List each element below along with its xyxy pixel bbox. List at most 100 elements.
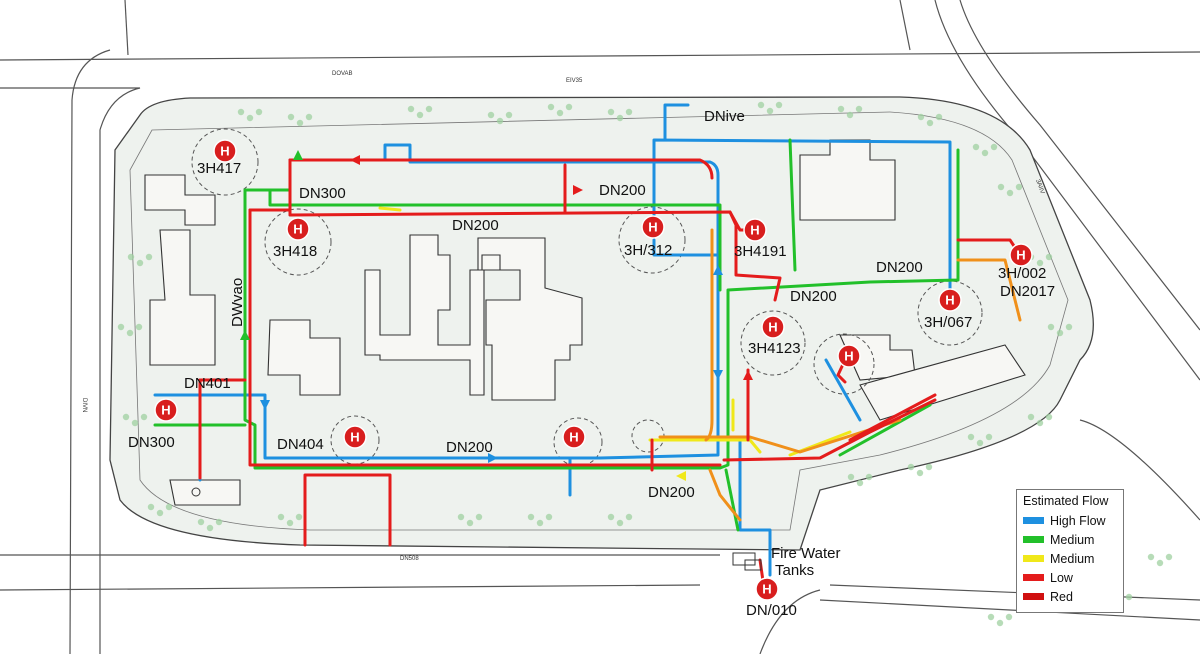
- tree-icon: [556, 109, 564, 117]
- flow-arrows: [240, 150, 753, 481]
- svg-text:H: H: [220, 144, 229, 159]
- svg-text:H: H: [750, 223, 759, 238]
- tree-icon: [416, 111, 424, 119]
- svg-text:H: H: [350, 430, 359, 445]
- tree-icon: [545, 513, 553, 521]
- tree-icon: [547, 103, 555, 111]
- tree-icon: [997, 183, 1005, 191]
- tree-icon: [987, 613, 995, 621]
- legend-item: Red: [1023, 587, 1117, 606]
- tree-icon: [981, 149, 989, 157]
- tree-icon: [1005, 613, 1013, 621]
- road-label-right: ЗАIIV: [1034, 179, 1045, 195]
- legend-label: High Flow: [1050, 513, 1106, 528]
- tree-icon: [407, 105, 415, 113]
- label-dn2017: DN2017: [1000, 283, 1055, 300]
- legend-label: Low: [1050, 570, 1073, 585]
- tree-icon: [757, 101, 765, 109]
- tree-icon: [295, 513, 303, 521]
- tree-icon: [277, 513, 285, 521]
- hydrant-label-3h417: 3H417: [197, 160, 241, 177]
- tree-icon: [505, 111, 513, 119]
- label-dnive: DNive: [704, 108, 745, 125]
- legend-label: Medium: [1050, 551, 1095, 566]
- inner-path: [129, 111, 1069, 531]
- tree-icon: [140, 413, 148, 421]
- tree-icon: [1065, 323, 1073, 331]
- tree-icon: [865, 473, 873, 481]
- tree-icon: [1047, 323, 1055, 331]
- tree-icon: [527, 513, 535, 521]
- tree-icon: [935, 113, 943, 121]
- tree-icon: [990, 143, 998, 151]
- tree-icon: [616, 519, 624, 527]
- label-dn200-mid: DN200: [790, 288, 837, 305]
- tree-icon: [246, 114, 254, 122]
- tree-icon: [237, 108, 245, 116]
- hydrant-icon: H: [761, 315, 785, 339]
- label-dn200-bottom2: DN200: [648, 484, 695, 501]
- tree-icon: [496, 117, 504, 125]
- road-label-top-small: EIV35: [566, 78, 583, 84]
- hydrant-icon: H: [213, 139, 237, 163]
- tree-icon: [907, 463, 915, 471]
- tree-icon: [425, 105, 433, 113]
- tree-icon: [305, 113, 313, 121]
- hydrant-icon: H: [343, 425, 367, 449]
- tree-icon: [487, 111, 495, 119]
- pipe-medium-yellow: [378, 206, 402, 212]
- tree-icon: [625, 108, 633, 116]
- fire-water-tank-icon: [732, 552, 762, 571]
- label-dn200-right: DN200: [876, 259, 923, 276]
- tree-icon: [127, 253, 135, 261]
- tree-icon: [985, 433, 993, 441]
- tree-icon: [197, 518, 205, 526]
- tree-icon: [1015, 183, 1023, 191]
- tree-icon: [126, 329, 134, 337]
- tree-icon: [916, 469, 924, 477]
- hydrant-coverage-circles: [191, 128, 983, 467]
- tree-icon: [616, 114, 624, 122]
- tree-icon: [145, 253, 153, 261]
- legend: Estimated Flow High Flow Medium Medium L…: [1016, 489, 1124, 613]
- legend-swatch-low: [1023, 574, 1044, 581]
- pipe-high-flow: [198, 143, 720, 482]
- tree-icon: [1036, 419, 1044, 427]
- hydrant-icon: H: [755, 577, 779, 601]
- tree-icon: [607, 513, 615, 521]
- label-dn200-center: DN200: [452, 217, 499, 234]
- label-dn300-left: DN300: [128, 434, 175, 451]
- svg-text:H: H: [293, 222, 302, 237]
- legend-item: Medium: [1023, 530, 1117, 549]
- tree-icon: [925, 463, 933, 471]
- hydrant-label-3h067: 3H/067: [924, 314, 972, 331]
- hydrant-icon: H: [1009, 243, 1033, 267]
- svg-text:H: H: [844, 349, 853, 364]
- legend-item: Medium: [1023, 549, 1117, 568]
- tree-icon: [135, 323, 143, 331]
- tree-icon: [1045, 413, 1053, 421]
- hydrant-label-3h4191: 3H4191: [734, 243, 787, 260]
- tree-icon: [766, 107, 774, 115]
- tree-icon: [156, 509, 164, 517]
- label-dn404: DN404: [277, 436, 324, 453]
- tree-icon: [926, 119, 934, 127]
- tree-icon: [625, 513, 633, 521]
- hydrant-label-3h418: 3H418: [273, 243, 317, 260]
- label-dn010: DN/010: [746, 602, 797, 619]
- hydrant-icon: H: [743, 218, 767, 242]
- tree-icon: [1045, 253, 1053, 261]
- hydrant-icon: H: [562, 425, 586, 449]
- svg-text:H: H: [1016, 248, 1025, 263]
- tree-icon: [846, 111, 854, 119]
- tree-icon: [1125, 593, 1133, 601]
- pump-house-icon: [191, 487, 201, 497]
- hydrant-icon: H: [938, 288, 962, 312]
- svg-text:H: H: [569, 430, 578, 445]
- tree-icon: [255, 108, 263, 116]
- tree-icon: [117, 323, 125, 331]
- road-label-bottom: DN508: [400, 556, 419, 562]
- tree-icon: [917, 113, 925, 121]
- legend-swatch-red: [1023, 593, 1044, 600]
